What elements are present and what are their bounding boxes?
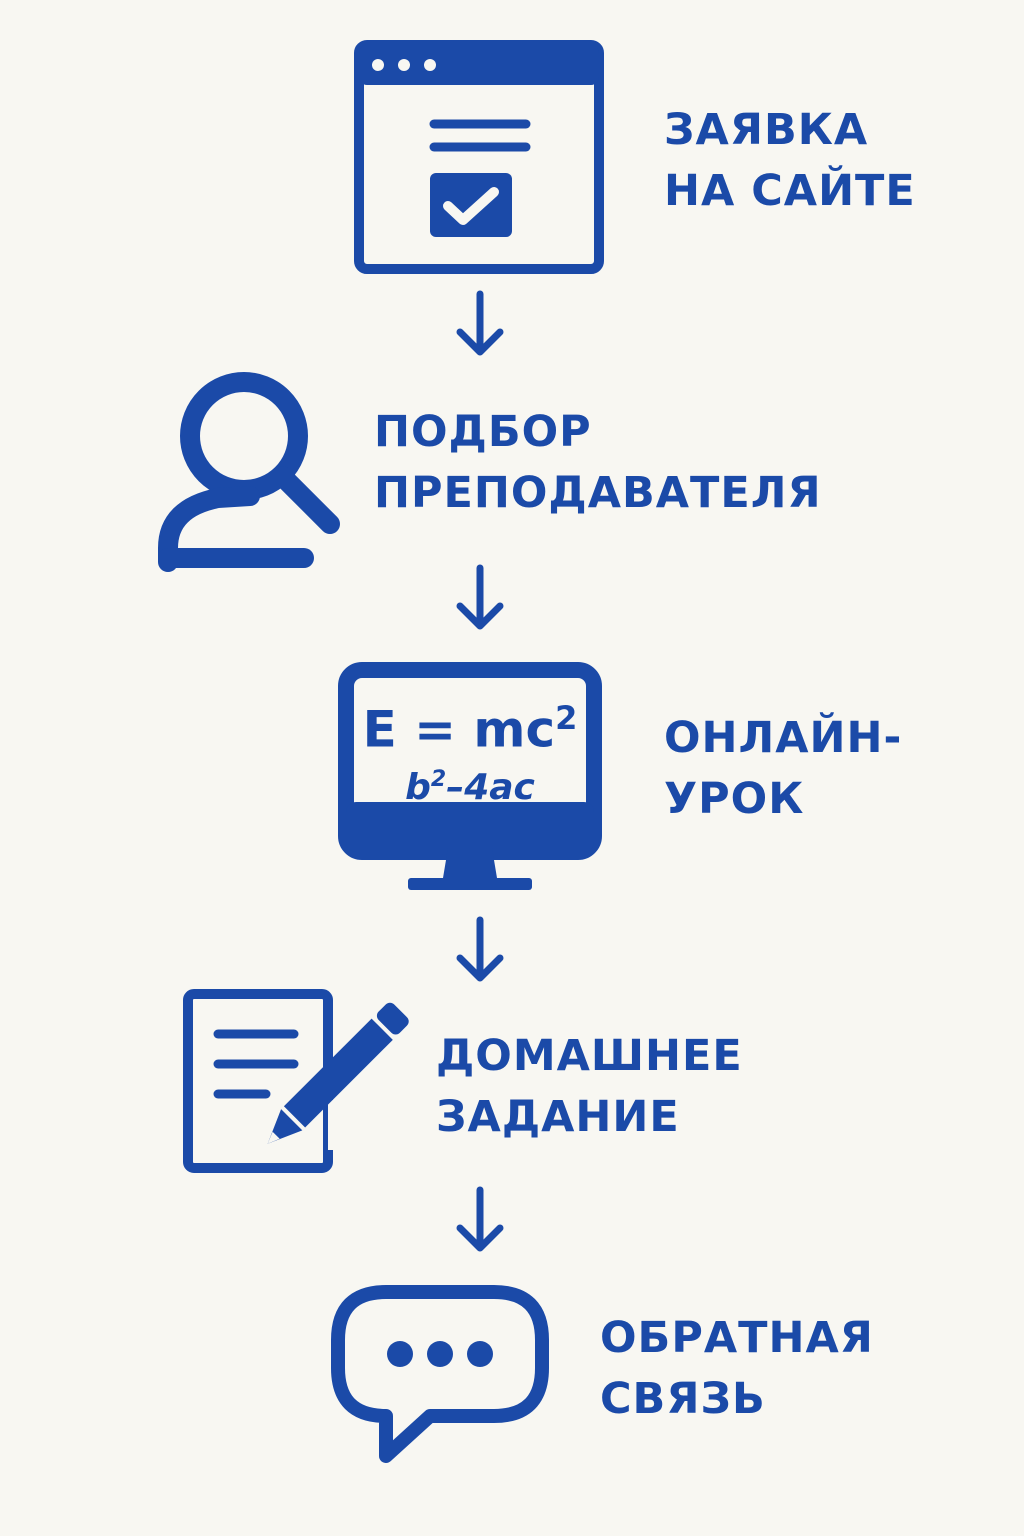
connector-1 — [452, 290, 508, 358]
step-3-icon-wrap: E = mc2 b2–4ac — [338, 662, 602, 892]
formula-discriminant-exponent: 2 — [430, 767, 447, 792]
step-2-label: ПОДБОР ПРЕПОДАВАТЕЛЯ — [374, 402, 822, 524]
step-4-icon-wrap — [182, 988, 409, 1174]
formula-emc2: E = mc2 — [338, 688, 602, 760]
step-2-label-line-2: ПРЕПОДАВАТЕЛЯ — [374, 468, 822, 518]
arrow-down-icon — [456, 916, 504, 982]
step-4-label-line-2: ЗАДАНИЕ — [436, 1092, 680, 1142]
arrow-down-icon — [456, 564, 504, 630]
monitor-formula-icon — [338, 662, 602, 890]
arrow-down-icon — [456, 1186, 504, 1252]
step-3-label-line-1: ОНЛАЙН- — [664, 713, 903, 763]
step-4-label-line-1: ДОМАШНЕЕ — [436, 1031, 743, 1081]
chat-bubble-icon — [331, 1285, 549, 1463]
arrow-down-icon — [456, 290, 504, 356]
step-5-icon-wrap — [330, 1284, 550, 1464]
step-1-label-line-1: ЗАЯВКА — [664, 105, 869, 155]
formula-discriminant: b2–4ac — [338, 760, 602, 808]
formula-emc2-exponent: 2 — [555, 699, 578, 737]
step-2-label-line-1: ПОДБОР — [374, 407, 592, 457]
formula-emc2-base: E = mc — [362, 700, 556, 759]
user-search-icon — [158, 372, 340, 572]
step-2-icon-wrap — [158, 372, 344, 572]
browser-form-icon — [354, 40, 604, 274]
step-5-label-line-2: СВЯЗЬ — [600, 1374, 766, 1424]
step-5-label: ОБРАТНАЯ СВЯЗЬ — [600, 1308, 874, 1430]
connector-4 — [452, 1186, 508, 1254]
formula-discriminant-rest: –4ac — [446, 767, 535, 808]
step-1-label-line-2: НА САЙТЕ — [664, 166, 916, 216]
step-3-label: ОНЛАЙН- УРОК — [664, 708, 902, 830]
step-3-label-line-2: УРОК — [664, 774, 805, 824]
formula-discriminant-b: b — [405, 767, 431, 808]
connector-2 — [452, 564, 508, 632]
document-pencil-icon — [183, 989, 409, 1173]
connector-3 — [452, 916, 508, 984]
step-5-label-line-1: ОБРАТНАЯ — [600, 1313, 874, 1363]
step-4-label: ДОМАШНЕЕ ЗАДАНИЕ — [436, 1026, 743, 1148]
step-1-icon-wrap — [354, 40, 604, 274]
step-1-label: ЗАЯВКА НА САЙТЕ — [664, 100, 916, 222]
